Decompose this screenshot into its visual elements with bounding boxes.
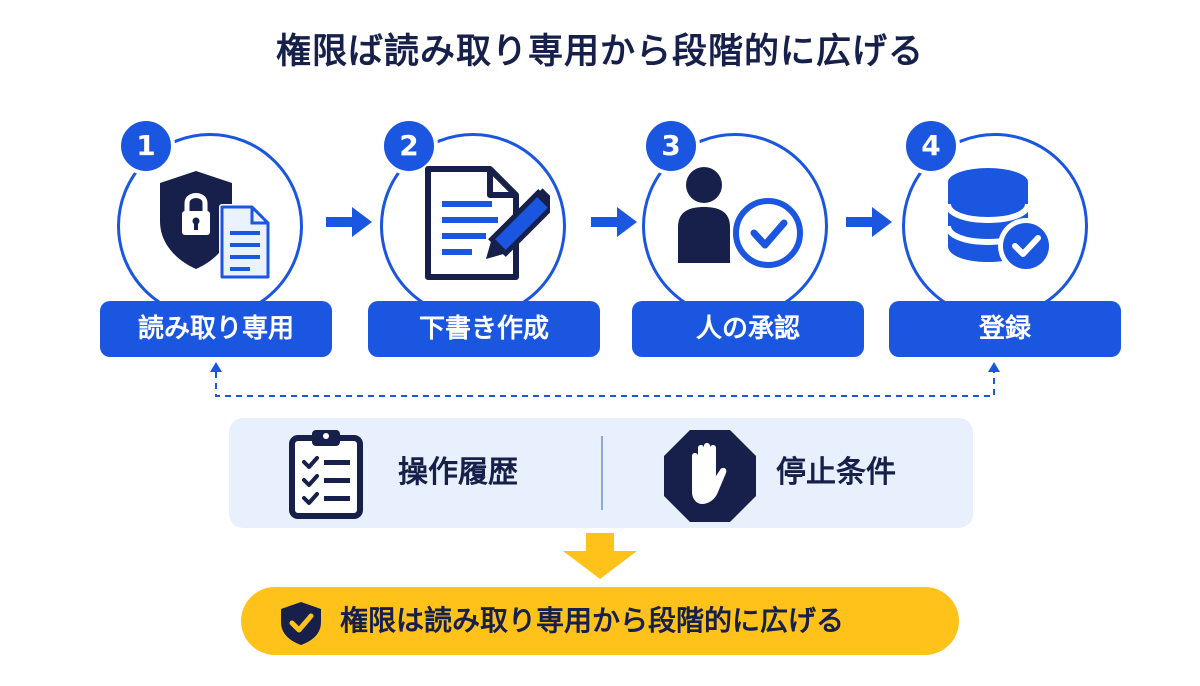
step-2-label: 下書き作成 xyxy=(368,301,600,357)
database-check-icon xyxy=(945,168,1054,274)
document-pencil-icon xyxy=(425,166,550,280)
step-2-number: 2 xyxy=(380,117,438,175)
down-arrow-icon xyxy=(563,533,637,579)
checklist-clipboard-icon xyxy=(289,430,363,519)
safeguard-label-stop: 停止条件 xyxy=(776,455,896,490)
conclusion-text: 権限は読み取り専用から段階的に広げる xyxy=(340,604,845,637)
step-1-label: 読み取り専用 xyxy=(100,301,332,357)
right-arrow-icon xyxy=(326,207,372,237)
right-arrow-icon xyxy=(591,207,637,237)
safeguard-label-history: 操作履歴 xyxy=(398,455,518,490)
panel-divider xyxy=(601,436,603,510)
step-4-label: 登録 xyxy=(889,301,1121,357)
step-4-number: 4 xyxy=(902,117,960,175)
step-3-number: 3 xyxy=(642,117,700,175)
step-1-number: 1 xyxy=(117,117,175,175)
page-title: 権限ば読み取り専用から段階的に広げる xyxy=(275,32,924,72)
person-check-icon xyxy=(678,167,806,271)
step-3-label: 人の承認 xyxy=(632,301,864,357)
lock-shield-document-icon xyxy=(160,171,271,280)
shield-check-icon xyxy=(281,602,321,645)
conclusion-banner xyxy=(241,587,959,655)
right-arrow-icon xyxy=(846,207,892,237)
stop-hand-icon xyxy=(664,430,756,522)
